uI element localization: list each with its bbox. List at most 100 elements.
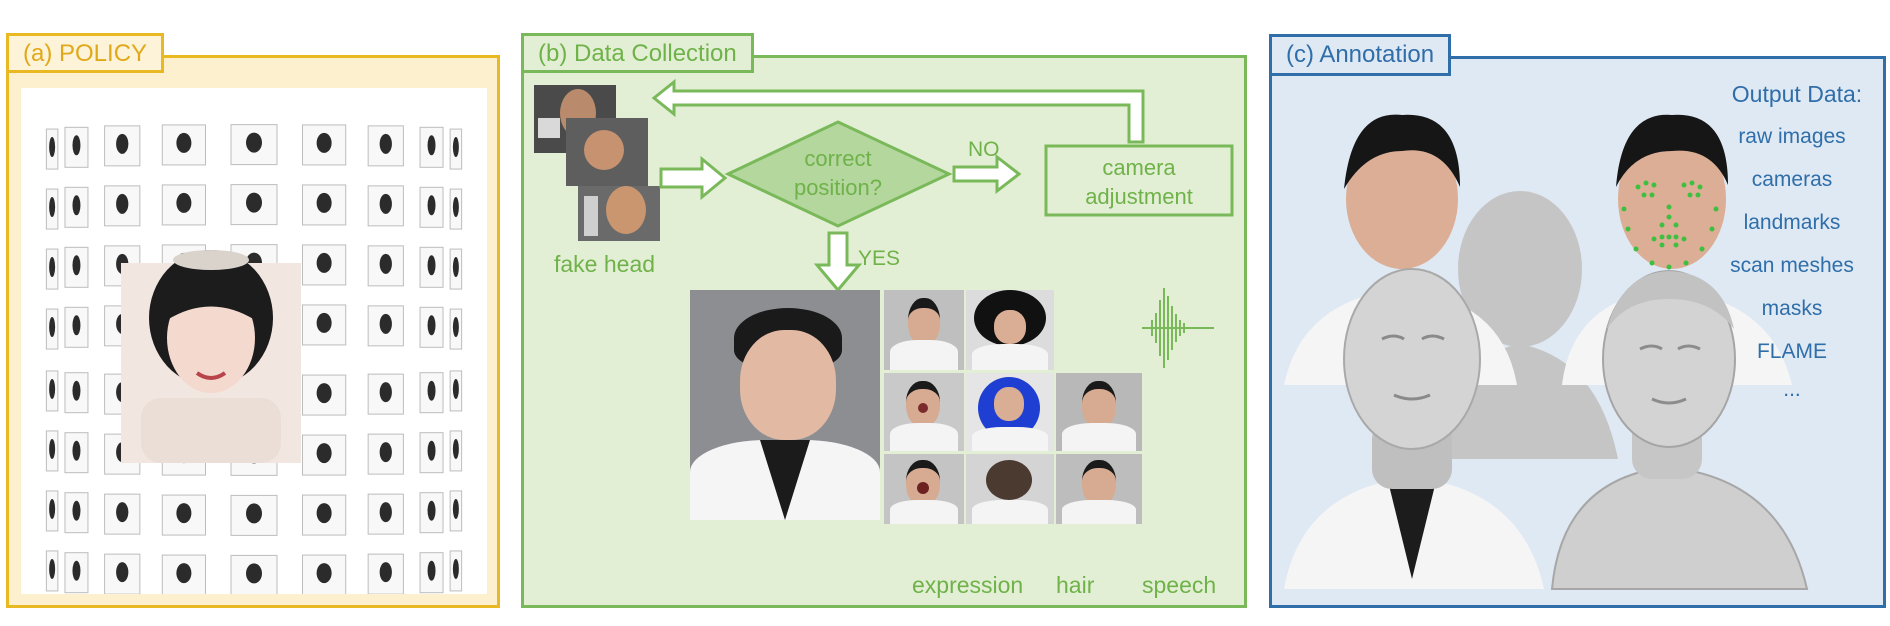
- expression-label: expression: [912, 572, 1024, 598]
- output-data-heading: Output Data:: [1731, 81, 1863, 107]
- annotation-panel-title: (c) Annotation: [1269, 34, 1452, 76]
- camera-view-thumbnail: [449, 248, 463, 290]
- camera-adjustment-box: [1044, 144, 1234, 217]
- camera-view-thumbnail: [64, 552, 89, 594]
- camera-view-thumbnail: [64, 186, 89, 228]
- output-item-scan-meshes: scan meshes: [1730, 254, 1854, 277]
- policy-panel: [6, 55, 500, 608]
- camera-view-thumbnail: [367, 553, 404, 594]
- camera-view-thumbnail: [419, 186, 444, 228]
- arrow-to-decision: [659, 155, 728, 201]
- yes-arrow: [813, 231, 863, 293]
- camera-view-thumbnail: [230, 554, 278, 594]
- camera-view-thumbnail: [302, 374, 347, 416]
- output-item-masks: masks: [1761, 297, 1823, 320]
- capture-photo-hair: [966, 454, 1054, 524]
- camera-view-thumbnail: [419, 552, 444, 594]
- output-item-cameras: cameras: [1751, 168, 1833, 191]
- camera-view-thumbnail: [302, 554, 347, 594]
- camera-view-thumbnail: [449, 370, 463, 412]
- no-label: NO: [968, 138, 1000, 161]
- camera-view-thumbnail: [45, 430, 59, 472]
- hair-label: hair: [1056, 572, 1095, 598]
- camera-view-thumbnail: [161, 494, 206, 536]
- camera-view-thumbnail: [302, 184, 347, 226]
- camera-view-thumbnail: [302, 494, 347, 536]
- camera-view-thumbnail: [230, 124, 278, 166]
- camera-adjustment-label: camera adjustment: [1046, 153, 1232, 211]
- camera-view-thumbnail: [419, 432, 444, 474]
- camera-view-thumbnail: [419, 126, 444, 168]
- camera-view-thumbnail: [104, 553, 141, 594]
- capture-photo-speech-2: [1056, 454, 1142, 524]
- decision-label: correct position?: [728, 144, 948, 202]
- camera-view-thumbnail: [161, 554, 206, 594]
- annotation-panel: Output Data: raw images cameras landmark…: [1269, 56, 1886, 608]
- output-item-flame: FLAME: [1756, 340, 1827, 363]
- fake-head-image-2: [566, 118, 648, 186]
- camera-view-thumbnail: [64, 492, 89, 534]
- capture-photo-neutral: [884, 290, 964, 370]
- camera-view-thumbnail: [104, 493, 141, 535]
- output-data-list: raw images cameras landmarks scan meshes…: [1712, 115, 1872, 407]
- data-collection-flowchart: [534, 78, 1234, 368]
- camera-view-thumbnail: [367, 245, 404, 287]
- camera-view-thumbnail: [367, 493, 404, 535]
- data-collection-panel-title: (b) Data Collection: [521, 33, 754, 73]
- camera-view-thumbnail: [64, 246, 89, 288]
- camera-view-thumbnail: [419, 246, 444, 288]
- camera-view-thumbnail: [419, 306, 444, 348]
- camera-view-thumbnail: [45, 188, 59, 230]
- decision-label-line-1: correct: [804, 146, 872, 171]
- camera-view-thumbnail: [419, 492, 444, 534]
- decision-label-line-2: position?: [793, 175, 883, 200]
- policy-portrait-image: [121, 250, 301, 463]
- camera-view-thumbnail: [64, 126, 89, 168]
- camera-view-thumbnail: [302, 434, 347, 476]
- facial-landmark-points: [1621, 180, 1719, 270]
- fake-head-label: fake head: [554, 251, 656, 277]
- output-item-raw-images: raw images: [1738, 125, 1846, 148]
- camera-adjustment-line-2: adjustment: [1085, 184, 1193, 209]
- flame-model-render: [1284, 268, 1544, 589]
- capture-photo-wig-blue: [966, 373, 1054, 451]
- camera-view-thumbnail: [367, 305, 404, 347]
- camera-view-thumbnail: [104, 185, 141, 227]
- annotation-illustration: [1284, 114, 1809, 590]
- camera-view-thumbnail: [449, 308, 463, 350]
- camera-view-thumbnail: [64, 306, 89, 348]
- output-item-more: ...: [1783, 378, 1801, 401]
- camera-view-thumbnail: [367, 433, 404, 475]
- data-collection-panel: fake head correct position? NO YES camer…: [521, 55, 1247, 608]
- camera-view-thumbnail: [45, 308, 59, 350]
- camera-view-thumbnail: [45, 550, 59, 592]
- camera-view-thumbnail: [230, 184, 278, 226]
- camera-view-thumbnail: [302, 304, 347, 346]
- yes-label: YES: [858, 247, 901, 270]
- audio-waveform-icon: [1142, 288, 1214, 368]
- feedback-arrow: [651, 78, 1145, 144]
- camera-view-thumbnail: [45, 370, 59, 412]
- speech-label: speech: [1142, 572, 1217, 598]
- camera-view-thumbnail: [302, 244, 347, 286]
- no-arrow: [952, 153, 1022, 195]
- camera-view-thumbnail: [161, 184, 206, 226]
- capture-photo-wig-black: [966, 290, 1054, 370]
- camera-view-thumbnail: [367, 185, 404, 227]
- camera-view-thumbnail: [449, 550, 463, 592]
- camera-view-thumbnail: [449, 490, 463, 532]
- camera-view-thumbnail: [64, 432, 89, 474]
- fake-head-image-3: [578, 186, 660, 241]
- policy-panel-title: (a) POLICY: [6, 33, 165, 73]
- camera-view-thumbnail: [302, 124, 347, 166]
- camera-view-thumbnail: [449, 128, 463, 170]
- output-item-landmarks: landmarks: [1743, 211, 1841, 234]
- camera-view-thumbnail: [104, 125, 141, 167]
- capture-photo-expression-1: [884, 373, 964, 451]
- policy-cylinder-illustration: [45, 124, 463, 594]
- capture-photo-speech-1: [1056, 373, 1142, 451]
- camera-view-thumbnail: [367, 373, 404, 415]
- camera-view-thumbnail: [449, 188, 463, 230]
- camera-view-thumbnail: [45, 490, 59, 532]
- camera-view-thumbnail: [64, 372, 89, 414]
